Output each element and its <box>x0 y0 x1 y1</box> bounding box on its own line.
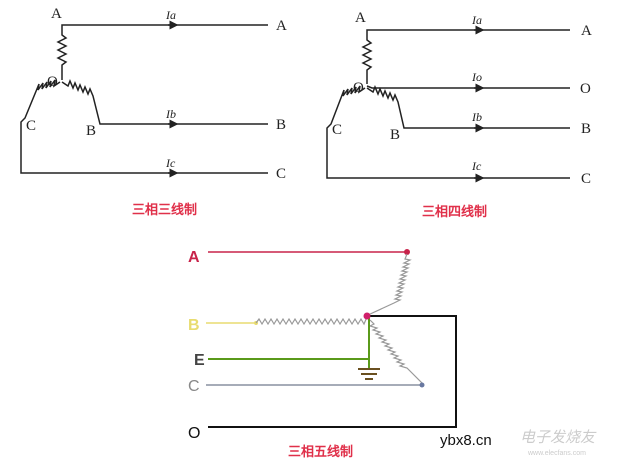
watermark-logo: 电子发烧友 <box>520 428 597 446</box>
line-e-label: E <box>194 352 205 369</box>
ground-icon <box>358 368 380 380</box>
current-o-label: Io <box>471 70 482 84</box>
node-o-label: O <box>47 74 58 90</box>
node-c-label: C <box>26 118 36 134</box>
node-b-label: B <box>86 123 96 139</box>
caption-three-phase-three-wire: 三相三线制 <box>132 202 197 218</box>
watermark-site: ybx8.cn <box>440 432 492 449</box>
node-a-label: A <box>355 10 366 26</box>
current-a-label: Ia <box>165 8 176 22</box>
wire-o <box>366 85 570 89</box>
output-o-label: O <box>580 81 591 97</box>
current-a-label: Ia <box>471 13 482 27</box>
output-c-label: C <box>276 166 286 182</box>
coil-c <box>326 85 570 179</box>
coil-c <box>20 79 268 174</box>
output-a-label: A <box>581 23 592 39</box>
terminal-a <box>404 249 410 255</box>
current-c-label: Ic <box>471 159 482 173</box>
current-c-label: Ic <box>165 156 176 170</box>
line-c-label: C <box>188 378 200 395</box>
caption-three-phase-five-wire: 三相五线制 <box>288 444 353 460</box>
output-b-label: B <box>276 117 286 133</box>
node-a-label: A <box>51 6 62 22</box>
coil-a <box>56 27 68 80</box>
coil-b <box>366 85 570 129</box>
output-b-label: B <box>581 121 591 137</box>
node-b-label: B <box>390 127 400 143</box>
three-phase-five-wire-diagram <box>206 249 457 428</box>
coil-a <box>367 253 412 316</box>
wire-a <box>366 29 570 33</box>
output-a-label: A <box>276 18 287 34</box>
current-b-label: Ib <box>471 110 482 124</box>
output-c-label: C <box>581 171 591 187</box>
coil-c <box>368 319 423 384</box>
node-o-label: O <box>353 80 364 96</box>
coil-b <box>255 316 368 326</box>
line-b-label: B <box>188 317 200 334</box>
coil-b <box>61 79 268 125</box>
current-b-label: Ib <box>165 107 176 121</box>
three-phase-four-wire-diagram <box>326 25 570 183</box>
coil-a <box>361 33 373 84</box>
wire-o <box>208 315 457 428</box>
terminal-c <box>419 382 425 388</box>
caption-three-phase-four-wire: 三相四线制 <box>422 204 487 220</box>
watermark-logo-url: www.elecfans.com <box>527 450 586 457</box>
node-c-label: C <box>332 122 342 138</box>
line-o-label: O <box>188 425 200 442</box>
wire-a <box>61 24 268 27</box>
three-phase-three-wire-diagram <box>20 20 268 178</box>
neutral-junction <box>363 312 371 320</box>
line-a-label: A <box>188 249 200 266</box>
